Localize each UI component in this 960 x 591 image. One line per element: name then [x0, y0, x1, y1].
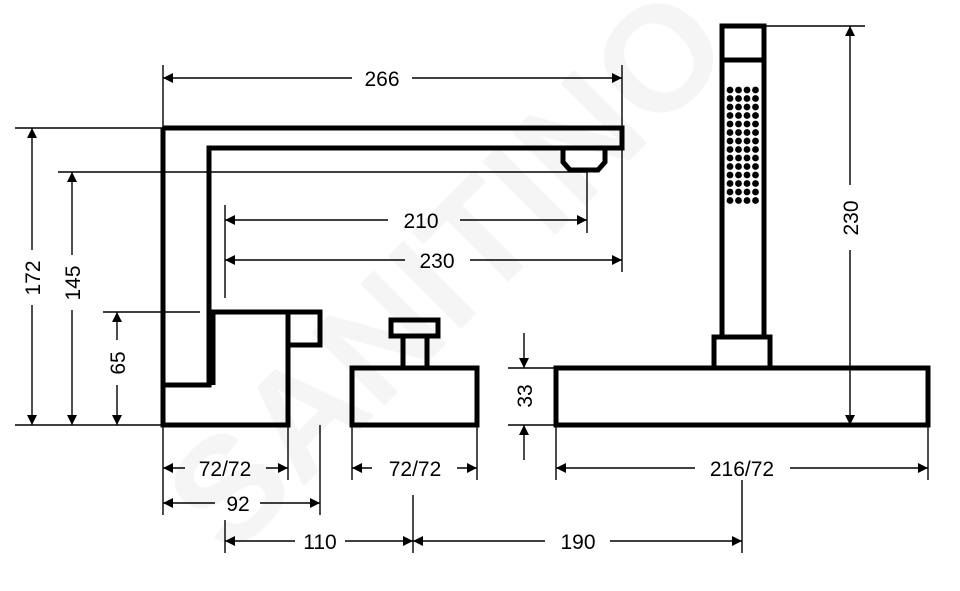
- spray-nozzle-dot: [735, 154, 742, 162]
- spray-nozzle-dot: [743, 146, 751, 153]
- spray-nozzle-dot: [752, 95, 759, 102]
- spray-nozzle-dot: [735, 137, 742, 145]
- spray-nozzle-dot: [735, 95, 742, 102]
- spray-nozzle-dot: [752, 112, 759, 119]
- spray-nozzle-dot: [735, 188, 742, 196]
- spray-nozzle-dot: [726, 86, 734, 94]
- spray-nozzle-dot: [726, 103, 734, 111]
- spray-nozzle-dot: [726, 171, 734, 179]
- spray-nozzle-dot: [743, 86, 751, 94]
- dim-172: 172: [22, 260, 45, 295]
- spray-nozzle-dot: [752, 180, 759, 187]
- spray-nozzle-dot: [752, 197, 759, 204]
- spray-nozzle-dot: [735, 129, 742, 136]
- spray-nozzle-dot: [743, 103, 751, 111]
- spray-nozzle-dot: [726, 188, 734, 196]
- dim-190: 190: [560, 531, 595, 554]
- spray-nozzle-dot: [743, 188, 751, 196]
- spray-nozzle-dot: [752, 146, 759, 153]
- hand-shower-handle: [719, 23, 767, 340]
- spray-nozzle-dot: [735, 163, 742, 170]
- spray-nozzle-dot: [743, 95, 751, 102]
- spray-nozzle-dot: [743, 137, 751, 145]
- spray-nozzle-dot: [735, 180, 742, 187]
- spray-nozzle-dot: [743, 197, 751, 204]
- aerator: [560, 148, 608, 173]
- spray-nozzle-dot: [735, 197, 742, 204]
- spray-nozzle-dot: [726, 137, 734, 145]
- spray-nozzle-dot: [726, 197, 734, 204]
- spray-nozzle-dot: [735, 112, 742, 119]
- spray-nozzle-dot: [726, 129, 734, 136]
- spout-mixer: [160, 125, 625, 428]
- dim-65: 65: [107, 351, 130, 374]
- hand-shower-set: [553, 23, 931, 428]
- dim-110: 110: [303, 531, 336, 554]
- dimension-lines: [27, 26, 928, 546]
- spray-nozzle-dot: [735, 146, 742, 153]
- dim-230-shower: 230: [840, 200, 863, 235]
- spray-nozzle-dot: [735, 171, 742, 179]
- spray-nozzle-dot: [743, 171, 751, 179]
- spray-nozzle-dot: [726, 95, 734, 102]
- spray-nozzle-dot: [752, 129, 759, 136]
- spray-nozzle-dot: [735, 103, 742, 111]
- spray-nozzle-dot: [735, 86, 742, 94]
- spray-nozzle-dot: [726, 180, 734, 187]
- spray-nozzle-dot: [752, 86, 759, 94]
- spray-nozzle-dot: [752, 188, 759, 196]
- dim-210: 210: [403, 210, 438, 233]
- spray-nozzle-dot: [726, 120, 734, 128]
- spray-nozzle-dot: [752, 171, 759, 179]
- dim-92: 92: [226, 493, 249, 516]
- spray-nozzle-dot: [735, 120, 742, 128]
- spray-nozzle-dot: [752, 137, 759, 145]
- spray-nozzle-dot: [726, 163, 734, 170]
- spray-nozzle-dot: [743, 154, 751, 162]
- spray-nozzle-dot: [743, 112, 751, 119]
- spray-nozzle-dot: [752, 103, 759, 111]
- spray-nozzle-dot: [752, 163, 759, 170]
- spray-nozzle-dot: [752, 154, 759, 162]
- spray-nozzle-dot: [752, 120, 759, 128]
- spray-nozzle-dot: [743, 180, 751, 187]
- spray-nozzle-dot: [743, 129, 751, 136]
- spray-nozzle-dot: [726, 154, 734, 162]
- dim-230-reach: 230: [419, 250, 454, 273]
- dim-216-72: 216/72: [710, 458, 774, 481]
- dim-72-72-mixer: 72/72: [199, 458, 252, 481]
- dim-72-72-valve: 72/72: [389, 458, 442, 481]
- dim-33: 33: [514, 384, 537, 407]
- diverter-valve: [349, 317, 480, 428]
- shower-spray-nozzles: [726, 86, 759, 204]
- dim-145: 145: [62, 265, 85, 300]
- spray-nozzle-dot: [743, 163, 751, 170]
- spray-nozzle-dot: [726, 112, 734, 119]
- spray-nozzle-dot: [726, 146, 734, 153]
- dimension-labels: 266 210 230 172 145 65 33 230 72/72 92 1…: [22, 68, 863, 554]
- spray-nozzle-dot: [743, 120, 751, 128]
- dim-266: 266: [364, 68, 399, 91]
